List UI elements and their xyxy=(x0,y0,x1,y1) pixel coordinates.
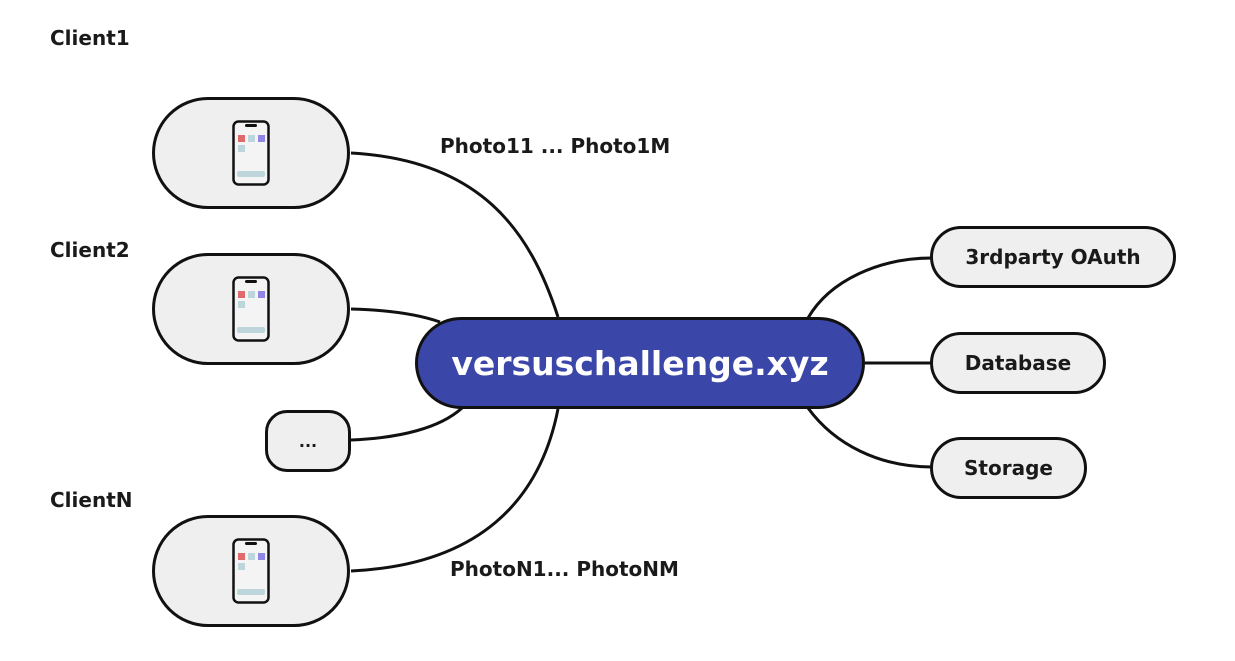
smartphone-icon xyxy=(232,276,270,342)
clientn-node xyxy=(152,515,350,627)
service-storage-label: Storage xyxy=(964,456,1053,480)
smartphone-icon xyxy=(232,120,270,186)
clientn-label: ClientN xyxy=(50,488,133,512)
service-oauth-node: 3rdparty OAuth xyxy=(930,226,1176,288)
edge-hub-storage xyxy=(806,407,933,469)
edge-hub-oauth xyxy=(806,256,933,319)
smartphone-icon xyxy=(232,538,270,604)
service-database-node: Database xyxy=(930,332,1106,394)
service-storage-node: Storage xyxy=(930,437,1087,499)
ellipsis-node: ... xyxy=(265,410,351,472)
edge-label-top: Photo11 ... Photo1M xyxy=(440,134,671,158)
client1-node xyxy=(152,97,350,209)
client2-label: Client2 xyxy=(50,238,130,262)
service-database-label: Database xyxy=(964,351,1072,375)
edge-client1-hub xyxy=(350,151,560,318)
service-oauth-label: 3rdparty OAuth xyxy=(965,245,1141,269)
edge-label-bottom: PhotoN1... PhotoNM xyxy=(450,557,679,581)
hub-label: versuschallenge.xyz xyxy=(451,343,829,383)
hub-node: versuschallenge.xyz xyxy=(415,317,865,409)
edge-client2-hub xyxy=(350,307,441,324)
ellipsis-label: ... xyxy=(298,431,318,451)
edge-clientn-hub xyxy=(350,408,560,573)
client2-node xyxy=(152,253,350,365)
edge-ellipsis-hub xyxy=(350,406,464,442)
client1-label: Client1 xyxy=(50,26,130,50)
